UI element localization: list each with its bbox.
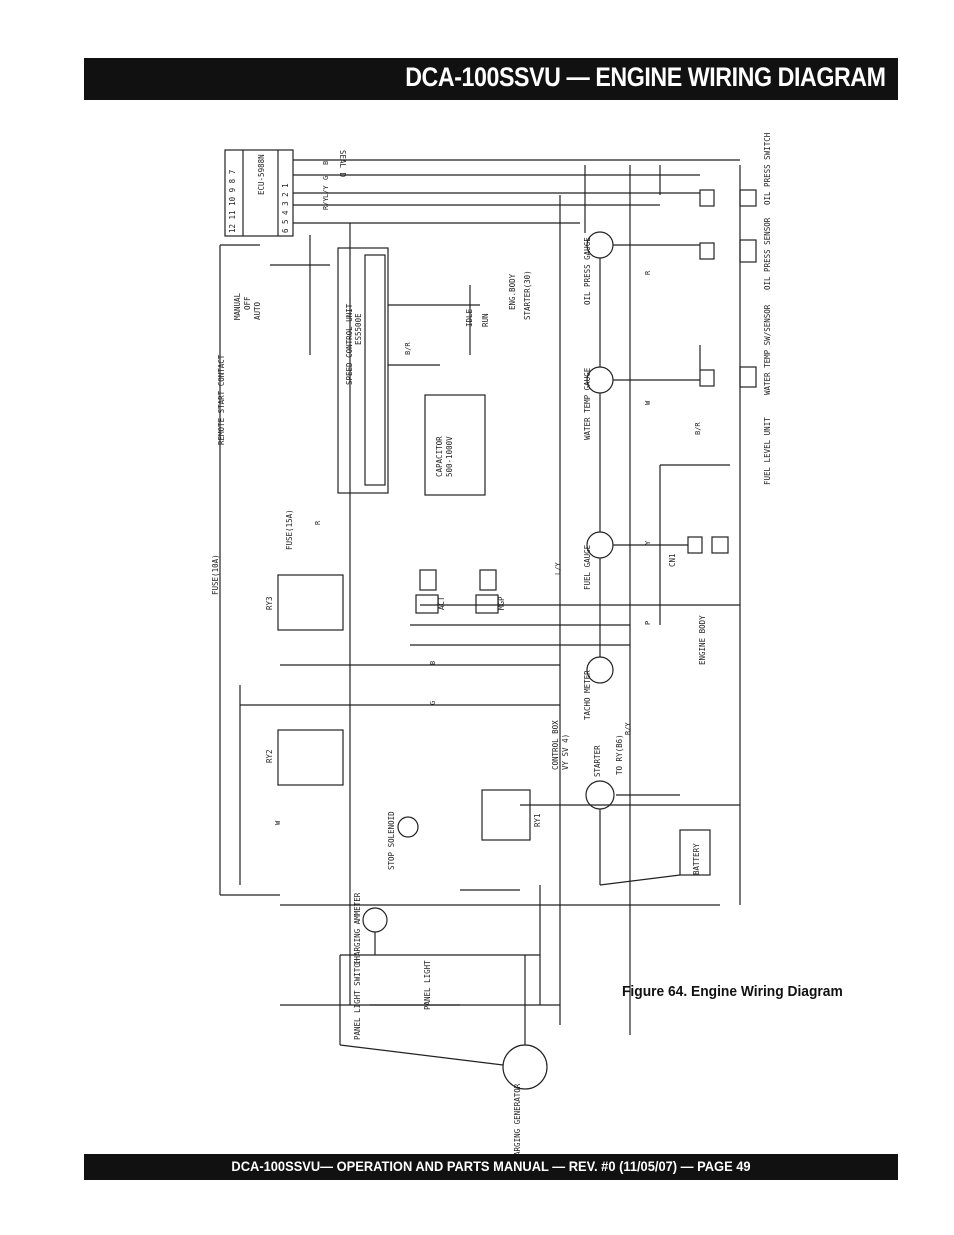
oil-press-switch-label: OIL PRESS SWITCH	[763, 132, 772, 205]
relay-ry3	[277, 574, 344, 631]
battery-label: BATTERY	[692, 843, 701, 875]
idle-label: IDLE	[465, 308, 474, 327]
capacitor-value: 500-1000V	[445, 436, 454, 477]
control-box-label: CONTROL BOX	[551, 720, 560, 770]
speed-control-label: SPEED CONTROL UNIT	[345, 303, 354, 385]
starter-label: STARTER	[593, 745, 602, 777]
wire-code-label: R	[644, 270, 652, 275]
wire-code-label: W	[274, 820, 282, 825]
oil-press-gauge-label: OIL PRESS GAUGE	[583, 237, 592, 305]
water-temp-sensor-label: WATER TEMP SW/SENSOR	[763, 304, 772, 395]
fuse-15a-label: FUSE(15A)	[285, 509, 294, 550]
charging-ammeter-label: CHARGING AMMETER	[353, 892, 362, 965]
wire-code-label: B/R	[404, 342, 412, 355]
control-box-label-2: VY SV 4)	[561, 734, 570, 770]
stop-solenoid	[397, 816, 419, 838]
wire-code-label: P	[644, 621, 652, 625]
footer-bar: DCA-100SSVU— OPERATION AND PARTS MANUAL …	[84, 1154, 898, 1180]
mgp-label: MGP	[497, 596, 506, 610]
charging-ammeter	[362, 907, 388, 933]
off-label: OFF	[243, 296, 252, 310]
speed-control-unit	[337, 247, 389, 494]
footer-text: DCA-100SSVU— OPERATION AND PARTS MANUAL …	[231, 1158, 751, 1174]
wire-code-label: B	[322, 161, 330, 165]
page-title: DCA-100SSVU — ENGINE WIRING DIAGRAM	[405, 62, 887, 92]
speed-control-model: ES5500E	[354, 313, 363, 345]
auto-label: AUTO	[253, 301, 262, 320]
engine-wiring-diagram: ECU-5988N 12 11 10 9 8 7 6 5 4 3 2 1 SPE…	[211, 132, 772, 1165]
ecu-pins-left: 12 11 10 9 8 7	[228, 170, 237, 233]
ry3-label: RY3	[265, 596, 274, 610]
figure-caption: Figure 64. Engine Wiring Diagram	[622, 983, 843, 1000]
capacitor-label: CAPACITOR	[435, 436, 444, 477]
wire-code-label: R/Y	[624, 722, 632, 735]
relay-ry2	[277, 729, 344, 786]
ecu-label: ECU-5988N	[257, 154, 266, 195]
wire-code-label: G	[429, 701, 437, 705]
fuel-gauge-label: FUEL GAUGE	[583, 544, 592, 590]
charging-generator-label: CHARGING GENERATOR	[513, 1083, 522, 1165]
stop-solenoid-label: STOP SOLENOID	[387, 811, 396, 870]
wire-code-label: W	[644, 400, 652, 405]
wire-code-label: G	[322, 176, 330, 180]
ry1-label: RY1	[533, 813, 542, 827]
eng-body-label: ENG.BODY	[508, 273, 517, 310]
manual-label: MANUAL	[233, 292, 242, 320]
wire-code-label: R	[314, 520, 322, 525]
water-temp-gauge-label: WATER TEMP GAUGE	[583, 367, 592, 440]
oil-press-sensor-label: OIL PRESS SENSOR	[763, 217, 772, 290]
fuse-10a-label: FUSE(10A)	[211, 554, 220, 595]
act-label: ACT	[437, 596, 446, 610]
wire-code-label: Y	[644, 540, 652, 545]
panel-light-label: PANEL LIGHT	[423, 960, 432, 1010]
wire-code-label: B/R	[694, 422, 702, 435]
wire-code-label: L/Y	[554, 562, 562, 575]
battery	[679, 829, 711, 876]
cn1-label: CN1	[668, 553, 677, 567]
relay-ry1	[481, 789, 531, 841]
wire-code-label: B	[429, 661, 437, 665]
seal-d-label: SEAL D	[338, 150, 347, 178]
wire-code-label: R/Y	[322, 197, 330, 210]
panel-light-switch-label: PANEL LIGHT SWITCH	[353, 958, 362, 1040]
charging-generator	[502, 1044, 548, 1090]
header-bar: DCA-100SSVU — ENGINE WIRING DIAGRAM	[84, 58, 898, 100]
wire-code-label: L/Y	[322, 185, 330, 198]
remote-start-contact-label: REMOTE START CONTACT	[217, 354, 226, 445]
engine-body-label: ENGINE BODY	[698, 615, 707, 665]
run-label: RUN	[481, 313, 490, 327]
ecu-pins-right: 6 5 4 3 2 1	[281, 183, 290, 233]
ry2-label: RY2	[265, 749, 274, 763]
starter-30-label: STARTER(30)	[523, 270, 532, 320]
tacho-meter-label: TACHO METER	[583, 670, 592, 720]
to-ry-label: TO RY(B6)	[615, 734, 624, 775]
fuel-level-unit-label: FUEL LEVEL UNIT	[763, 417, 772, 485]
